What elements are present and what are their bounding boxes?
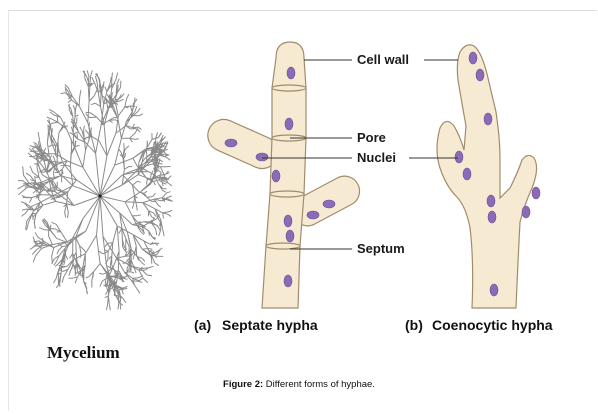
hypha-cell-3 <box>270 138 306 194</box>
nucleus <box>455 151 463 163</box>
nucleus <box>484 113 492 125</box>
nucleus <box>463 168 471 180</box>
subfig-a-letter: (a) <box>194 317 211 333</box>
nucleus <box>272 170 280 182</box>
nucleus <box>522 206 530 218</box>
septum-3 <box>270 191 304 197</box>
nucleus <box>323 200 335 208</box>
mycelium-label: Mycelium <box>47 343 120 363</box>
nucleus <box>476 69 484 81</box>
figure-caption: Figure 2: Different forms of hyphae. <box>0 379 598 390</box>
subfig-b-letter: (b) <box>405 317 423 333</box>
subfig-a-title: Septate hypha <box>222 317 318 333</box>
label-nuclei: Nuclei <box>357 150 396 165</box>
nucleus <box>225 139 237 147</box>
caption-text: Different forms of hyphae. <box>263 379 375 390</box>
nucleus <box>532 187 540 199</box>
label-septum: Septum <box>357 241 405 256</box>
nucleus <box>287 67 295 79</box>
hypha-cell-1 <box>272 42 306 88</box>
nucleus <box>256 153 268 161</box>
mycelium-drawing <box>18 70 173 310</box>
hypha-cell-2 <box>272 88 306 138</box>
label-cell-wall: Cell wall <box>357 52 409 67</box>
nucleus <box>488 211 496 223</box>
coenocytic-hypha <box>437 45 537 308</box>
nucleus <box>286 230 294 242</box>
mycelium-center <box>98 194 101 197</box>
nucleus <box>307 211 319 219</box>
septate-hypha <box>203 42 365 308</box>
septum-4 <box>266 243 300 249</box>
septum-1 <box>272 85 306 91</box>
hypha-cell-5 <box>262 246 300 308</box>
nucleus <box>284 275 292 287</box>
mycelium-branches <box>18 70 173 310</box>
label-pore: Pore <box>357 130 386 145</box>
nucleus <box>284 215 292 227</box>
nucleus <box>285 118 293 130</box>
nucleus <box>469 52 477 64</box>
caption-prefix: Figure 2: <box>223 379 263 390</box>
subfig-b-title: Coenocytic hypha <box>432 317 553 333</box>
nucleus <box>487 195 495 207</box>
nucleus <box>490 284 498 296</box>
